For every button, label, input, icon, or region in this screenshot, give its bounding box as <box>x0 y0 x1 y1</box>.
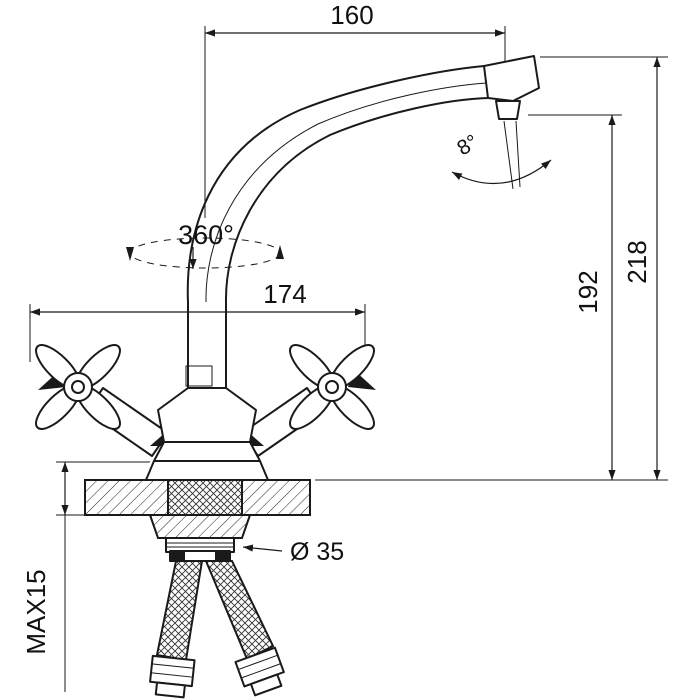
dimension-handle-span: 174 <box>29 279 366 362</box>
faucet-body <box>145 387 269 481</box>
mounting-shank <box>167 479 243 516</box>
right-hose-connector <box>234 646 285 697</box>
spout-head <box>483 55 540 120</box>
dimension-outlet-height: 192 <box>528 114 622 480</box>
handle-span-label: 174 <box>263 279 306 309</box>
rotation-indicator: 360° <box>126 220 284 269</box>
right-hose <box>204 560 275 661</box>
rotation-label: 360° <box>178 220 234 250</box>
aerator <box>495 100 521 120</box>
dimension-spout-reach: 160 <box>204 0 506 218</box>
water-stream: 8° <box>451 120 552 190</box>
hole-diameter-label: Ø 35 <box>290 538 344 566</box>
dimension-hole-diameter: Ø 35 <box>242 538 344 566</box>
total-height-label: 218 <box>622 240 652 283</box>
left-hose <box>155 560 204 662</box>
spout <box>185 65 489 389</box>
left-cross-handle <box>35 344 121 430</box>
max-thickness-label: MAX15 <box>21 569 51 654</box>
faucet: 8° <box>35 55 552 481</box>
spout-reach-label: 160 <box>330 0 373 30</box>
outlet-height-label: 192 <box>573 270 603 313</box>
dimension-total-height: 218 <box>315 56 668 481</box>
right-cross-handle <box>289 344 376 430</box>
mounting-nut <box>148 514 252 562</box>
dimension-max-thickness: MAX15 <box>21 461 150 692</box>
spray-angle-label: 8° <box>453 130 482 160</box>
countertop <box>84 479 311 516</box>
left-hose-connector <box>149 654 196 699</box>
supply-hoses <box>149 560 285 699</box>
